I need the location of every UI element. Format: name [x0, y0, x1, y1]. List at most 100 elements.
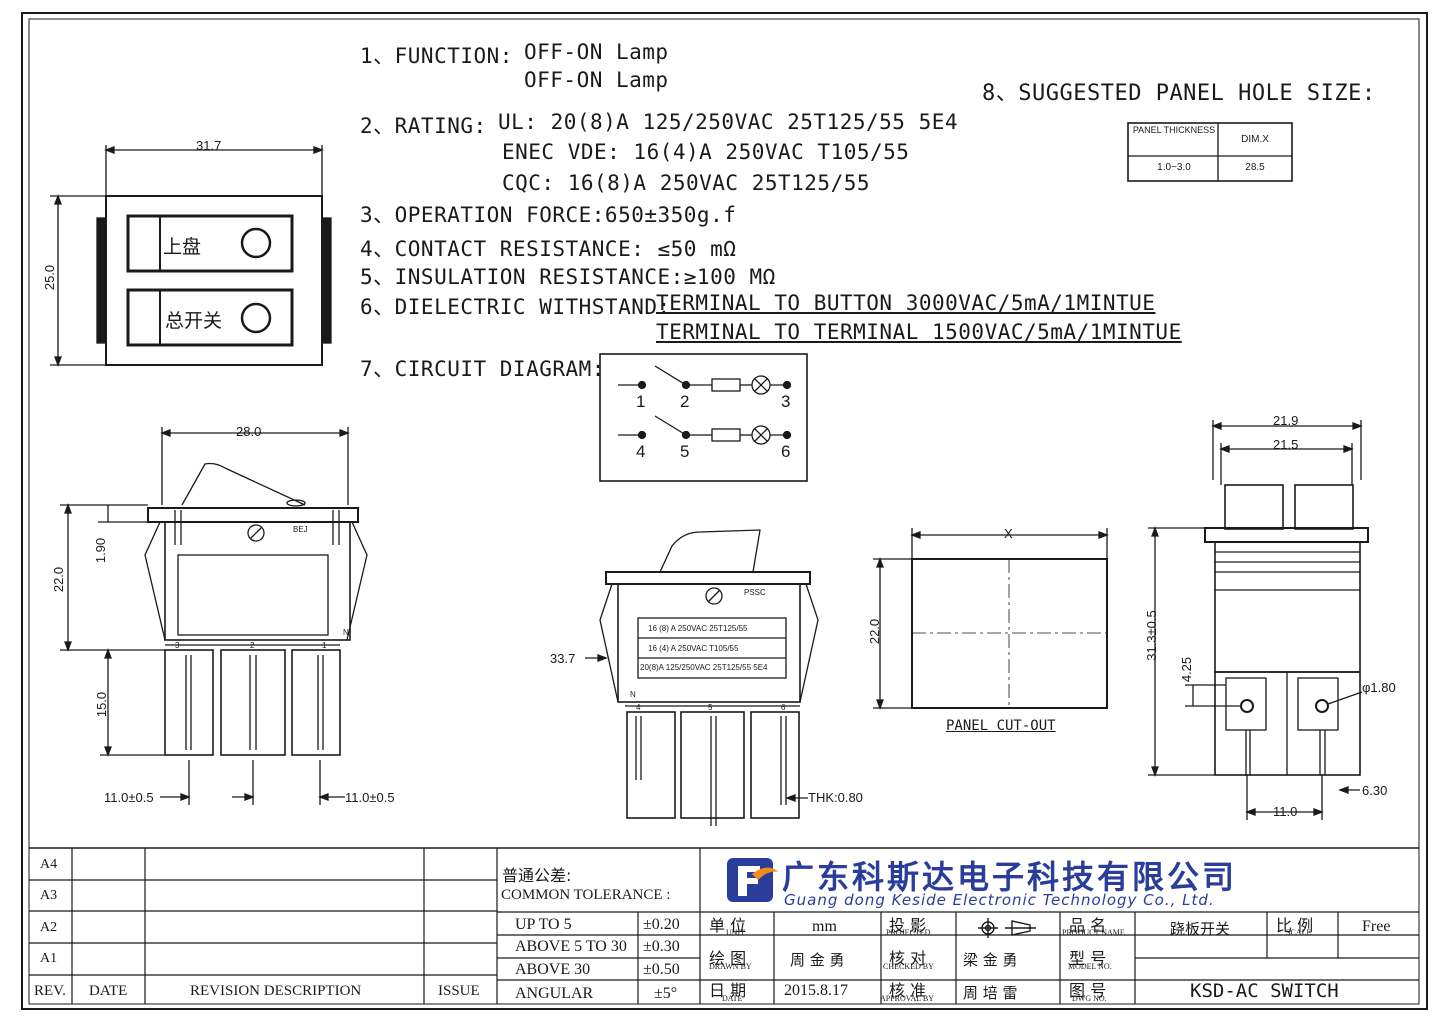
function-label: 1、FUNCTION:	[360, 44, 513, 68]
tol-up-to-5-value: ±0.20	[643, 916, 680, 933]
checked-en: CHECKED BY	[883, 962, 934, 971]
dielectric-label: 6、DIELECTRIC WITHSTAND:	[360, 295, 671, 319]
company-name-cn: 广东科斯达电子科技有限公司	[782, 858, 1238, 896]
lower-switch-label: 总开关	[165, 310, 223, 332]
side-pin-3: 3	[175, 641, 180, 650]
front-width-dim: 31.7	[196, 138, 222, 153]
end-tab-dim: 6.30	[1362, 783, 1388, 798]
scale-cn: 比 例	[1276, 916, 1314, 935]
company-logo-mark	[727, 858, 778, 902]
rev-row-a3: A3	[40, 888, 58, 903]
terminal-5: 5	[680, 442, 690, 461]
rev-header: REV.	[34, 983, 66, 999]
rating-enec: ENEC VDE: 16(4)A 250VAC T105/55	[502, 140, 910, 164]
drawn-cn: 绘 图	[709, 949, 747, 968]
back-pin-4: 4	[636, 703, 641, 712]
back-pin-n: N	[630, 690, 636, 699]
end-width-2: 21.5	[1273, 437, 1299, 452]
back-pin-6: 6	[781, 703, 786, 712]
side-pin-2: 2	[250, 641, 255, 650]
product-cn: 品 名	[1069, 916, 1107, 935]
date-cn: 日 期	[709, 981, 747, 1000]
product-en: PRODUCT NAME	[1062, 928, 1125, 937]
terminal-2: 2	[680, 392, 690, 411]
rating-label: 2、RATING:	[360, 114, 487, 138]
unit-en: UNIT	[726, 928, 746, 937]
approval-en: APPROVAL BY	[880, 994, 935, 1003]
tol-up-to-5: UP TO 5	[515, 916, 572, 933]
back-d-dim: 33.7	[550, 651, 576, 666]
tol-5-to-30: ABOVE 5 TO 30	[515, 938, 627, 955]
revision-description-header: REVISION DESCRIPTION	[190, 983, 362, 999]
operation-force: 3、OPERATION FORCE:650±350g.f	[360, 203, 737, 227]
cutout-height-dim: 22.0	[867, 618, 883, 645]
end-view	[1148, 420, 1369, 820]
panel-thickness-header: PANEL THICKNESS	[1132, 125, 1216, 135]
dielectric-line-1: TERMINAL TO BUTTON 3000VAC/5mA/1MINTUE	[656, 291, 1156, 315]
title-block-grid	[29, 847, 1419, 1004]
front-view	[50, 145, 332, 367]
dwg-cn: 图 号	[1069, 981, 1107, 1000]
back-label-1: 16 (8) A 250VAC 25T125/55	[648, 624, 748, 633]
side-left-pitch: 11.0±0.5	[104, 790, 154, 805]
side-pin-n: N	[343, 628, 349, 637]
side-width-dim: 28.0	[236, 424, 262, 439]
back-mark: PSSC	[744, 588, 766, 597]
date-header: DATE	[89, 983, 128, 999]
terminal-6: 6	[781, 442, 791, 461]
dielectric-line-2: TERMINAL TO TERMINAL 1500VAC/5mA/1MINTUE	[656, 320, 1182, 344]
end-height-dim: 31.3±0.5	[1143, 610, 1159, 661]
outer-border	[21, 12, 1428, 1010]
inner-border	[28, 18, 1420, 1005]
dwg-value: KSD-AC SWITCH	[1190, 980, 1339, 1002]
date-en: DATE	[722, 994, 743, 1003]
panel-cutout	[873, 528, 1109, 710]
end-hole-dim: φ1.80	[1362, 680, 1396, 695]
scale-en: SCALE	[1286, 928, 1312, 937]
cutout-label: PANEL CUT-OUT	[946, 718, 1056, 734]
product-value: 跷板开关	[1170, 920, 1231, 938]
circuit-label: 7、CIRCUIT DIAGRAM:	[360, 357, 605, 381]
end-pitch-dim: 11.0	[1273, 804, 1298, 819]
projected-cn: 投 影	[889, 916, 927, 935]
tol-above-30: ABOVE 30	[515, 961, 591, 978]
unit-value: mm	[812, 918, 837, 935]
end-d1-dim: 4.25	[1179, 656, 1195, 683]
function-line-2: OFF-ON Lamp	[524, 68, 669, 92]
panel-hole-label: 8、SUGGESTED PANEL HOLE SIZE:	[982, 81, 1376, 106]
dwg-en: DWG NO.	[1072, 994, 1107, 1003]
back-thk-dim: THK:0.80	[808, 790, 863, 805]
function-line-1: OFF-ON Lamp	[524, 40, 669, 64]
end-width-1: 21.9	[1273, 413, 1299, 428]
drawn-en: DRAWN BY	[709, 962, 752, 971]
projection-symbol	[978, 918, 1036, 938]
dim-x-header: DIM.X	[1241, 134, 1269, 145]
tol-5-to-30-value: ±0.30	[643, 938, 680, 955]
checked-cn: 核 对	[889, 949, 927, 968]
cutout-x-dim: X	[1004, 526, 1013, 541]
back-view	[585, 529, 819, 826]
date-value: 2015.8.17	[784, 982, 848, 999]
terminal-4: 4	[636, 442, 646, 461]
circuit-diagram	[599, 353, 808, 482]
rating-ul: UL: 20(8)A 125/250VAC 25T125/55 5E4	[498, 110, 959, 134]
rating-cqc: CQC: 16(8)A 250VAC 25T125/55	[502, 171, 871, 195]
checked-value: 梁 金 勇	[963, 951, 1018, 969]
terminal-3: 3	[781, 392, 791, 411]
tol-angular: ANGULAR	[515, 985, 594, 1002]
rev-row-a2: A2	[40, 920, 58, 935]
side-height-dim: 22.0	[51, 566, 67, 593]
upper-switch-label: 上盘	[163, 236, 202, 258]
company-name-en: Guang dong Keside Electronic Technology …	[784, 891, 1215, 909]
rev-row-a4: A4	[40, 857, 58, 872]
side-view	[60, 427, 368, 805]
side-mark: BEJ	[293, 525, 308, 534]
side-d1-dim: 1.90	[93, 537, 109, 564]
insulation-resistance: 5、INSULATION RESISTANCE:≥100 MΩ	[360, 265, 776, 289]
side-right-pitch: 11.0±0.5	[345, 790, 395, 805]
tol-above-30-value: ±0.50	[643, 961, 680, 978]
approval-cn: 核 准	[889, 981, 927, 1000]
model-cn: 型 号	[1069, 949, 1107, 968]
front-height-dim: 25.0	[42, 264, 58, 291]
